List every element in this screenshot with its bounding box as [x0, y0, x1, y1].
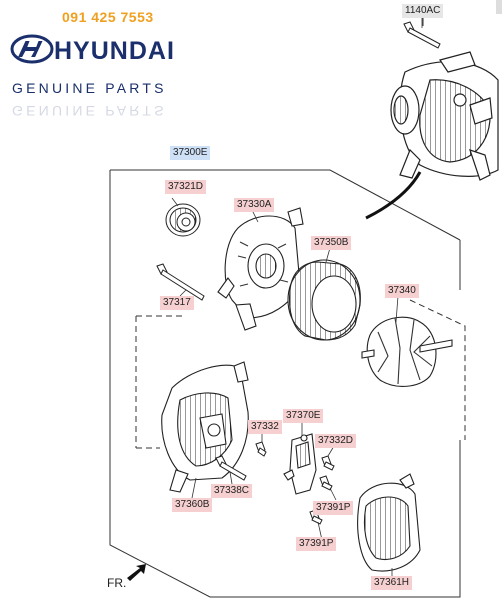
part-label-37332d[interactable]: 37332D: [315, 434, 357, 448]
through-bolt-drawing: [156, 263, 205, 301]
brand-name: HYUNDAI: [54, 37, 175, 65]
part-label-37391p-b[interactable]: 37391P: [296, 537, 337, 551]
part-label-1140ac[interactable]: 1140AC: [402, 4, 444, 18]
assembly-arrow: [365, 171, 422, 220]
front-direction-label: FR.: [107, 576, 127, 590]
edge-mark: [496, 0, 502, 14]
regulator-drawing: [283, 433, 317, 495]
part-label-37370e[interactable]: 37370E: [283, 409, 324, 423]
screw-37332d-drawing: [321, 455, 335, 471]
hyundai-logo: [10, 34, 180, 66]
part-label-37332[interactable]: 37332: [248, 420, 282, 434]
part-label-37317[interactable]: 37317: [160, 296, 194, 310]
pulley-drawing: [165, 203, 201, 237]
rotor-drawing: [361, 316, 453, 387]
part-label-37300e[interactable]: 37300E: [170, 146, 211, 160]
part-label-37361h[interactable]: 37361H: [371, 576, 413, 590]
front-direction-arrow-icon: [127, 564, 146, 581]
part-label-37338c[interactable]: 37338C: [211, 484, 253, 498]
assembled-alternator: [390, 51, 499, 181]
stator-drawing: [287, 259, 361, 341]
part-label-37340[interactable]: 37340: [385, 284, 419, 298]
bolt-37338c-drawing: [215, 455, 247, 481]
mount-bolt-1140ac: [403, 18, 441, 49]
assembly-frame: [109, 169, 466, 598]
phone-number: 091 425 7553: [62, 9, 154, 25]
part-label-37330a[interactable]: 37330A: [234, 198, 275, 212]
part-label-37321d[interactable]: 37321D: [165, 180, 207, 194]
part-label-37360b[interactable]: 37360B: [172, 498, 213, 512]
part-label-37391p-a[interactable]: 37391P: [313, 501, 354, 515]
part-label-37350b[interactable]: 37350B: [311, 236, 352, 250]
rear-cover-drawing: [357, 473, 421, 572]
front-bracket-drawing: [217, 207, 304, 331]
hyundai-emblem-icon: [10, 34, 54, 64]
screw-37391p-a-drawing: [319, 475, 333, 491]
screw-37332-drawing: [255, 441, 267, 457]
tagline: GENUINE PARTS: [12, 80, 167, 96]
rear-bracket-drawing: [161, 361, 249, 493]
screw-37391p-b-drawing: [309, 509, 323, 525]
